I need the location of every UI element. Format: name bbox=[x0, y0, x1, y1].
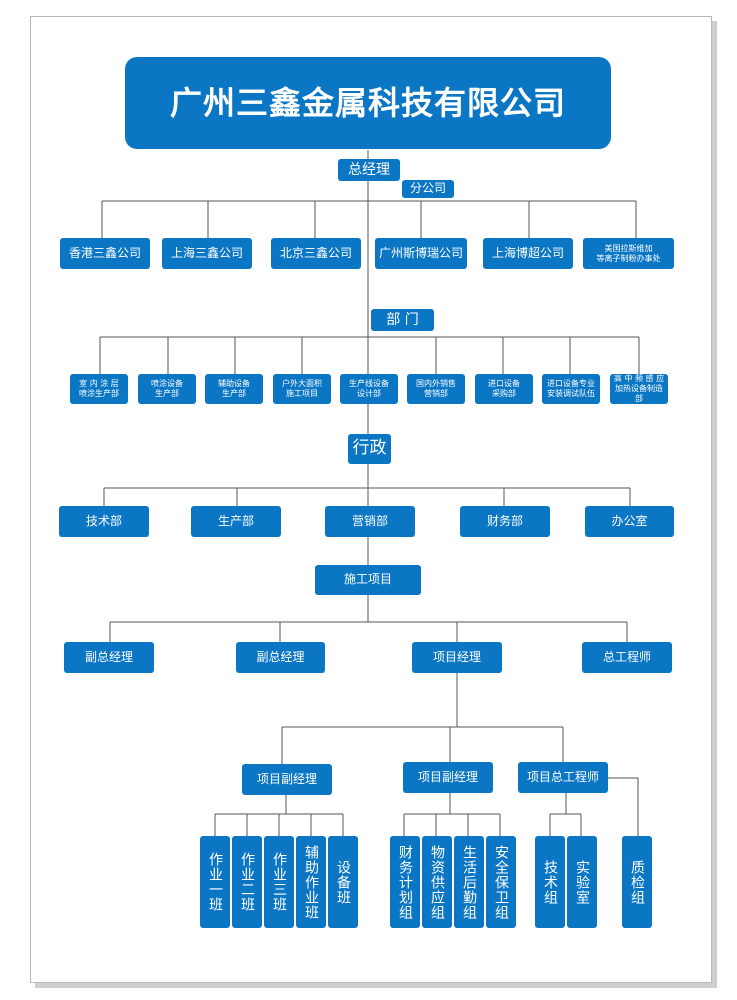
team-work-3: 作业三班 bbox=[264, 836, 294, 928]
company-title: 广州三鑫金属科技有限公司 bbox=[125, 57, 611, 149]
branch-guangzhou-sibori: 广州斯博瑞公司 bbox=[375, 238, 467, 269]
branch-shanghai-bochao: 上海博超公司 bbox=[483, 238, 573, 269]
general-manager-box: 总经理 bbox=[338, 159, 400, 181]
team-work-1: 作业一班 bbox=[200, 836, 230, 928]
branch-las-vegas-office: 美国拉斯维加 等离子制粉办事处 bbox=[583, 238, 674, 269]
dept-indoor-coating: 室 内 涂 层 喷涂生产部 bbox=[70, 374, 128, 404]
deputy-general-manager-1: 副总经理 bbox=[64, 642, 154, 673]
branch-hongkong: 香港三鑫公司 bbox=[60, 238, 150, 269]
group-materials-supply: 物资供应组 bbox=[422, 836, 452, 928]
admin-label-box: 行政 bbox=[348, 434, 391, 464]
dept-install-team: 进口设备专业 安装调试队伍 bbox=[542, 374, 600, 404]
group-finance-plan: 财务计划组 bbox=[390, 836, 420, 928]
chief-engineer-box: 总工程师 bbox=[582, 642, 672, 673]
dept-sales: 国内外销售 营销部 bbox=[407, 374, 465, 404]
construction-label-box: 施工项目 bbox=[315, 565, 421, 595]
admin-finance-dept: 财务部 bbox=[460, 506, 550, 537]
dept-line-design: 生产线设备 设计部 bbox=[340, 374, 398, 404]
dept-induction-heating: 高 中 频 感 应 加热设备制造部 bbox=[610, 374, 668, 404]
admin-production-dept: 生产部 bbox=[191, 506, 281, 537]
dept-outdoor-projects: 户外大面积 施工项目 bbox=[273, 374, 331, 404]
team-work-2: 作业二班 bbox=[232, 836, 262, 928]
group-quality-control: 质检组 bbox=[622, 836, 652, 928]
branch-label-box: 分公司 bbox=[402, 180, 454, 198]
team-auxiliary: 辅助作业班 bbox=[296, 836, 326, 928]
admin-marketing-dept: 营销部 bbox=[325, 506, 415, 537]
project-chief-engineer: 项目总工程师 bbox=[518, 762, 608, 793]
group-laboratory: 实验室 bbox=[567, 836, 597, 928]
project-deputy-manager-b: 项目副经理 bbox=[403, 762, 493, 793]
departments-label-box: 部 门 bbox=[371, 309, 434, 331]
branch-beijing: 北京三鑫公司 bbox=[271, 238, 361, 269]
group-logistics: 生活后勤组 bbox=[454, 836, 484, 928]
dept-spray-equipment: 喷涂设备 生产部 bbox=[138, 374, 196, 404]
branch-shanghai-sanxin: 上海三鑫公司 bbox=[162, 238, 252, 269]
project-deputy-manager-a: 项目副经理 bbox=[242, 764, 332, 795]
team-equipment: 设备班 bbox=[328, 836, 358, 928]
dept-auxiliary-equipment: 辅助设备 生产部 bbox=[205, 374, 263, 404]
admin-tech-dept: 技术部 bbox=[59, 506, 149, 537]
dept-import-purchasing: 进口设备 采购部 bbox=[475, 374, 533, 404]
group-technical: 技术组 bbox=[535, 836, 565, 928]
project-manager-box: 项目经理 bbox=[412, 642, 502, 673]
admin-office: 办公室 bbox=[585, 506, 674, 537]
deputy-general-manager-2: 副总经理 bbox=[236, 642, 325, 673]
group-security: 安全保卫组 bbox=[486, 836, 516, 928]
